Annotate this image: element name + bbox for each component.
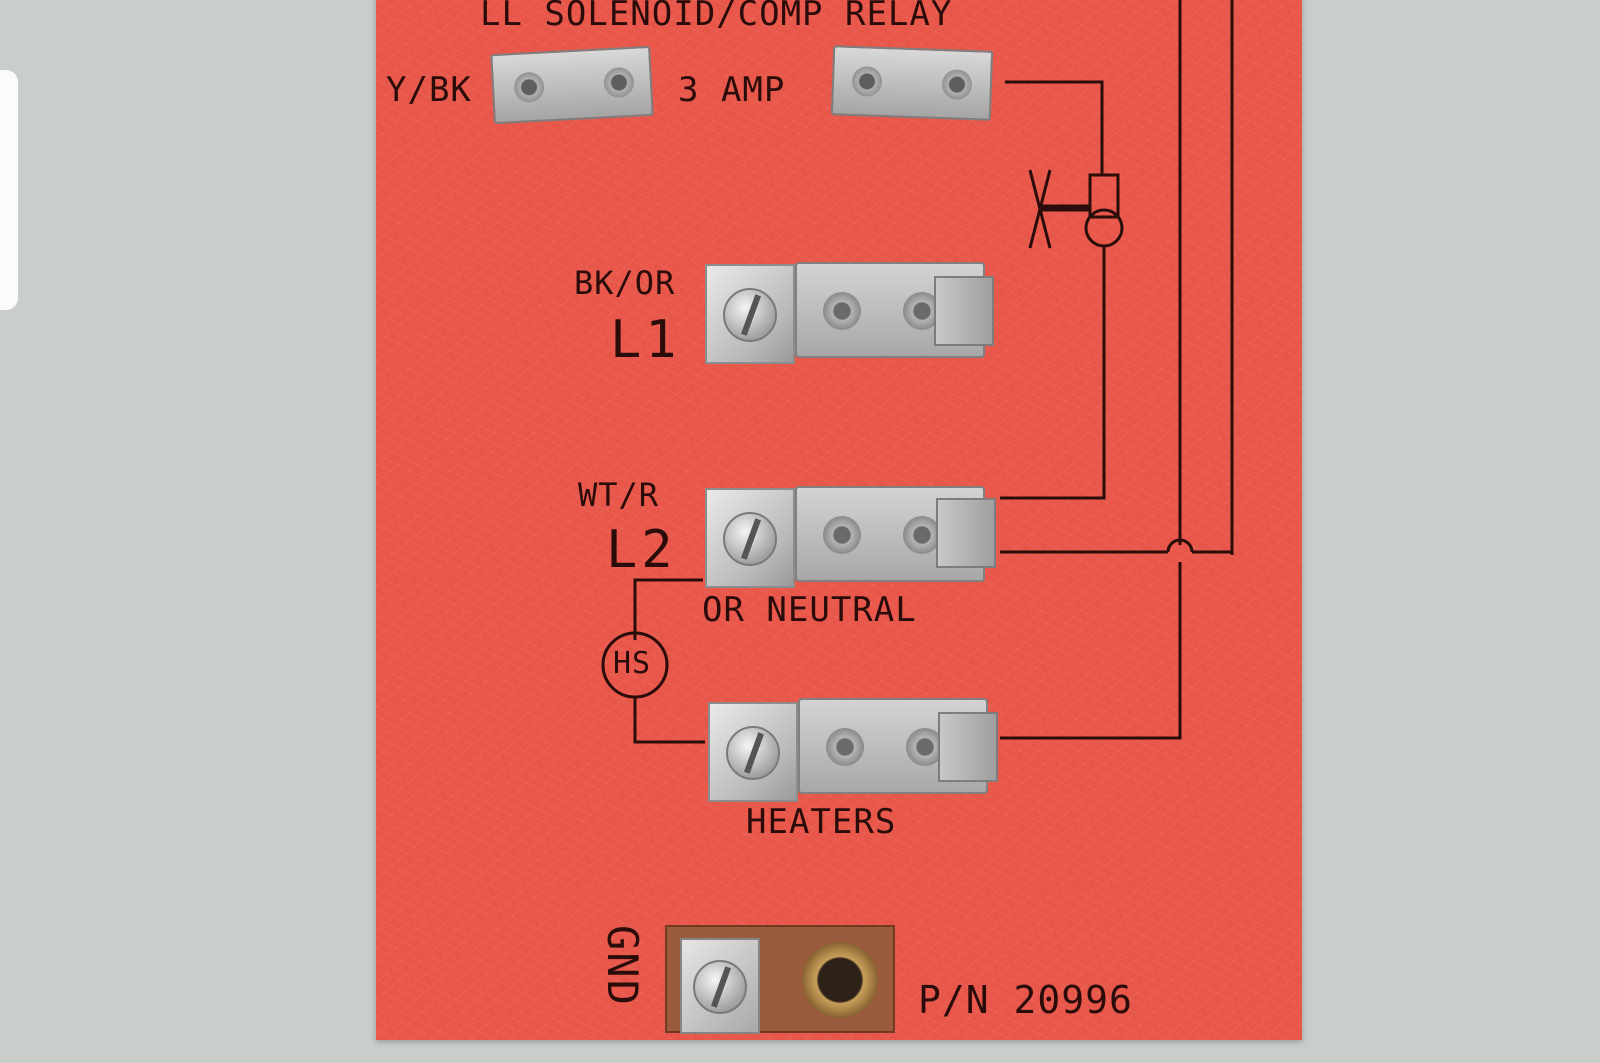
left-wire-label: Y/BK [386, 70, 472, 110]
neutral-label: OR NEUTRAL [702, 590, 917, 630]
ground-screw-block [680, 938, 760, 1034]
l1-label: L1 [610, 310, 681, 370]
tab-hole [513, 71, 545, 104]
heaters-label: HEATERS [746, 802, 897, 842]
ground-screw[interactable] [693, 960, 747, 1014]
l1-tab[interactable] [934, 276, 994, 346]
relay-tab-left[interactable] [490, 45, 654, 125]
l1-screw[interactable] [723, 288, 777, 342]
hs-top-wire [633, 578, 703, 640]
clip-hole [903, 516, 941, 554]
l2-screw-block [705, 488, 795, 588]
clip-hole [823, 292, 861, 330]
white-panel-edge [0, 70, 18, 310]
l2-feed-wire [1000, 246, 1106, 500]
relay-tab-right[interactable] [830, 45, 994, 121]
tab-hole [941, 69, 973, 101]
l2-label: L2 [606, 520, 677, 580]
tab-screw [851, 65, 883, 97]
mounting-grommet [802, 942, 878, 1018]
part-number: P/N 20996 [918, 978, 1133, 1022]
relay-wire [1005, 80, 1104, 175]
crossover [1166, 538, 1194, 553]
hs-bottom-wire [633, 697, 705, 744]
tab-screw [603, 66, 635, 99]
heaters-screw-block [708, 702, 798, 802]
gnd-label: GND [598, 925, 647, 1007]
heater-rail-wire [1000, 562, 1182, 740]
l1-wire-label: BK/OR [574, 264, 676, 302]
l2-tab[interactable] [936, 498, 996, 568]
clip-hole [906, 728, 944, 766]
l2-wire-label: WT/R [578, 476, 660, 514]
heaters-tab[interactable] [938, 712, 998, 782]
heaters-screw[interactable] [726, 726, 780, 780]
hs-label: HS [613, 646, 652, 681]
relay-label: LL SOLENOID/COMP RELAY [480, 0, 953, 34]
switch-bulb [1084, 208, 1124, 248]
l2-screw[interactable] [723, 512, 777, 566]
fuse-label: 3 AMP [678, 70, 786, 110]
clip-hole [826, 728, 864, 766]
switch-body [1088, 173, 1120, 219]
clip-hole [823, 516, 861, 554]
l1-screw-block [705, 264, 795, 364]
